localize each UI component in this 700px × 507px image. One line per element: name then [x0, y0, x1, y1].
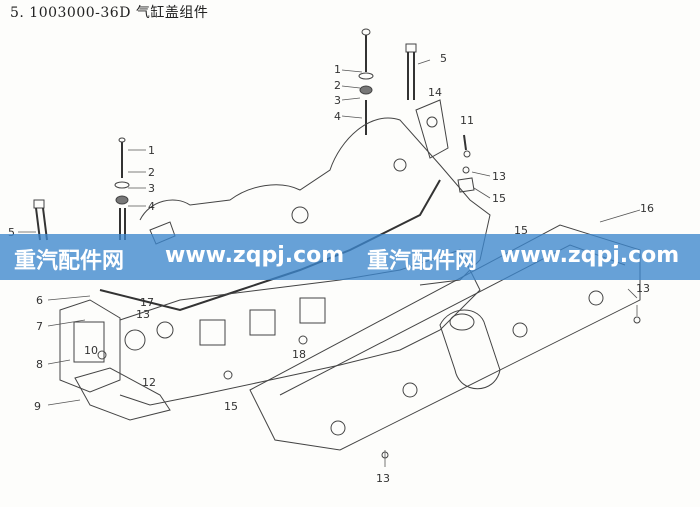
callout-1-left: 1	[148, 144, 155, 157]
callout-10: 10	[84, 344, 98, 357]
callout-3-top: 3	[334, 94, 341, 107]
callout-3-left: 3	[148, 182, 155, 195]
callout-13-right: 13	[492, 170, 506, 183]
page-title: 5. 1003000-36D 气缸盖组件	[10, 5, 209, 21]
callout-4-top: 4	[334, 110, 341, 123]
callout-15-mid: 15	[514, 224, 528, 237]
callout-16: 16	[640, 202, 654, 215]
callout-5-left: 5	[8, 226, 15, 239]
callout-4-left: 4	[148, 200, 155, 213]
callout-2-top: 2	[334, 79, 341, 92]
leader-lines	[18, 59, 641, 406]
callout-18: 18	[292, 348, 306, 361]
bolt-left-group	[114, 137, 130, 240]
callout-15-bottom: 15	[224, 400, 238, 413]
callout-7: 7	[36, 320, 43, 333]
watermark-banner: 重汽配件网 www.zqpj.com 重汽配件网 www.zqpj.com	[0, 234, 700, 280]
callout-9: 9	[34, 400, 41, 413]
watermark-text-4: www.zqpj.com	[500, 243, 680, 268]
callout-13-bottom: 13	[376, 472, 390, 485]
watermark-text-2: www.zqpj.com	[165, 243, 345, 268]
stud-bolt-top	[405, 43, 417, 100]
small-bolt-right	[457, 134, 475, 193]
watermark-text-1: 重汽配件网	[14, 249, 125, 274]
callout-13-far-right: 13	[636, 282, 650, 295]
callout-1-top: 1	[334, 63, 341, 76]
lifting-bracket	[415, 99, 449, 159]
callout-17: 17	[140, 296, 154, 309]
callout-13-mid: 13	[136, 308, 150, 321]
callout-11: 11	[460, 114, 474, 127]
callout-14: 14	[428, 86, 442, 99]
cylinder-head-cover	[99, 117, 491, 312]
callout-8: 8	[36, 358, 43, 371]
callout-2-left: 2	[148, 166, 155, 179]
watermark-text-3: 重汽配件网	[367, 249, 478, 274]
hardware-bits	[97, 305, 641, 467]
callout-5-top: 5	[440, 52, 447, 65]
head-gasket	[74, 367, 171, 421]
bolt-top-center	[358, 28, 374, 135]
callout-15-right: 15	[492, 192, 506, 205]
callout-12: 12	[142, 376, 156, 389]
callout-labels: 1 2 3 4 5 14 11 13 15 1 2 3 4 5 16 15 13…	[8, 52, 654, 485]
callout-6: 6	[36, 294, 43, 307]
